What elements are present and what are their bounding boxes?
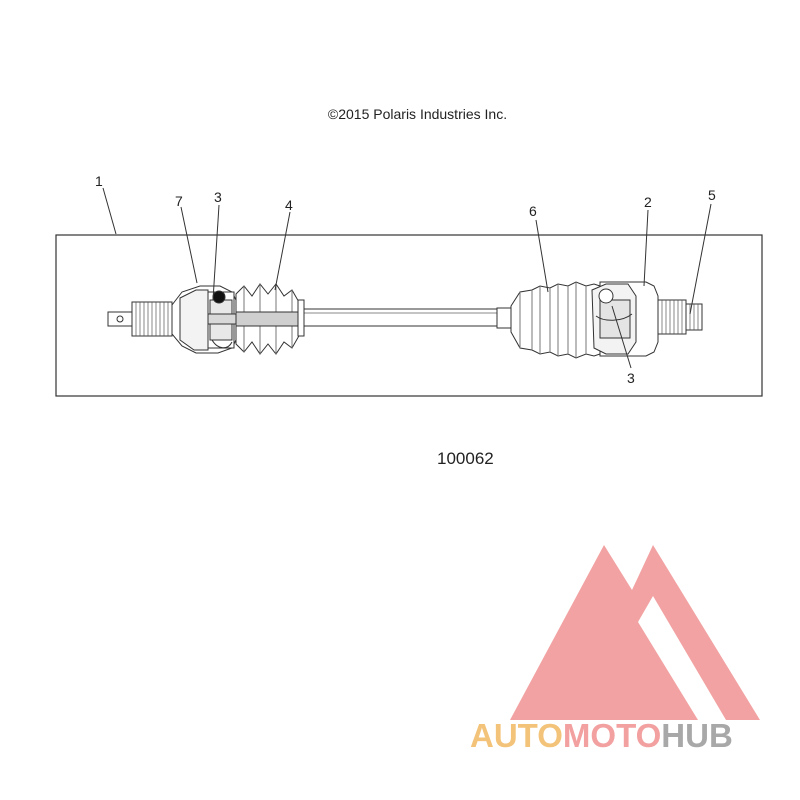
watermark-text-hub: HUB — [661, 717, 733, 754]
callout-2: 2 — [644, 194, 652, 210]
right-cv-boot — [496, 281, 601, 359]
watermark-logo — [510, 545, 760, 720]
left-cv-boot — [235, 283, 305, 355]
bearing-ball-left — [212, 290, 226, 304]
callout-3-left: 3 — [214, 189, 222, 205]
watermark-text: AUTOMOTOHUB — [470, 717, 733, 755]
right-stub-shaft — [657, 299, 703, 335]
left-stub-shaft — [107, 301, 173, 337]
leader-lines — [102, 187, 712, 369]
left-cv-housing — [171, 285, 269, 354]
callout-1: 1 — [95, 173, 103, 189]
copyright-text: ©2015 Polaris Industries Inc. — [327, 106, 508, 122]
callout-4: 4 — [285, 197, 293, 213]
assembly-frame — [55, 234, 763, 397]
callout-3-right: 3 — [627, 370, 635, 386]
watermark-text-auto: AUTO — [470, 717, 563, 754]
diagram-number: 100062 — [437, 449, 494, 468]
callout-6: 6 — [529, 203, 537, 219]
right-cv-housing — [591, 281, 659, 357]
callout-7: 7 — [175, 193, 183, 209]
watermark-text-moto: MOTO — [562, 717, 662, 754]
callout-5: 5 — [708, 187, 716, 203]
bearing-ball-right — [598, 288, 614, 304]
axle-shaft — [299, 308, 506, 327]
